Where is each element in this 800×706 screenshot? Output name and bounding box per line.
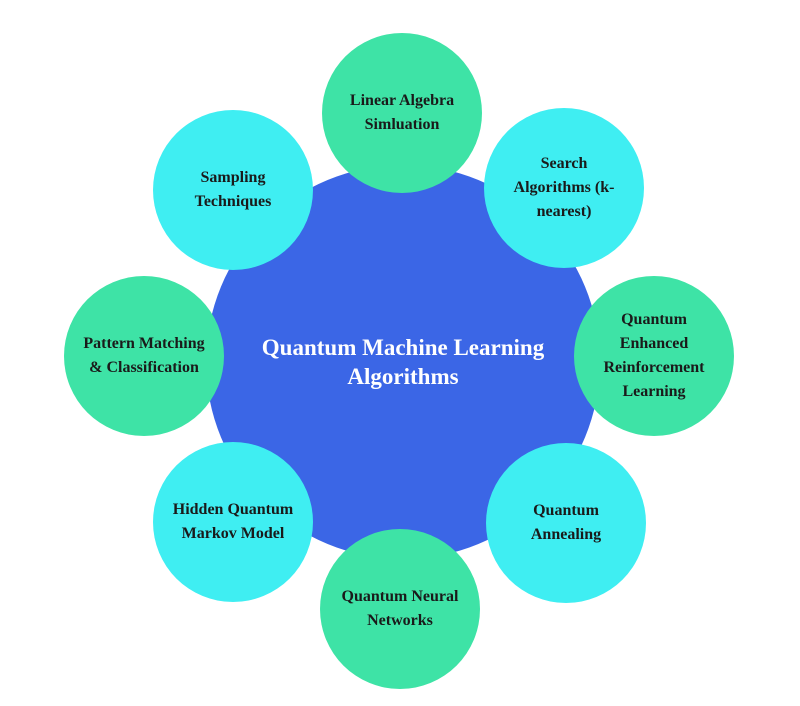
node-label: Sampling Techniques bbox=[194, 169, 272, 210]
node-label: Pattern Matching & Classification bbox=[83, 335, 205, 376]
node-linear-algebra-simulation: Linear Algebra Simluation bbox=[322, 33, 482, 193]
node-quantum-annealing: Quantum Annealing bbox=[486, 443, 646, 603]
node-label: Quantum Annealing bbox=[530, 502, 602, 543]
node-quantum-enhanced-reinforcement-learning: Quantum Enhanced Reinforcement Learning bbox=[574, 276, 734, 436]
central-concept-label-line1: Quantum Machine Learning bbox=[261, 335, 545, 360]
node-search-algorithms: Search Algorithms (k- nearest) bbox=[484, 108, 644, 268]
node-pattern-matching-classification: Pattern Matching & Classification bbox=[64, 276, 224, 436]
node-quantum-neural-networks: Quantum Neural Networks bbox=[320, 529, 480, 689]
central-concept-label: Quantum Machine Learning Algorithms bbox=[243, 333, 563, 391]
node-hidden-quantum-markov-model: Hidden Quantum Markov Model bbox=[153, 442, 313, 602]
node-label: Quantum Neural Networks bbox=[341, 588, 459, 629]
node-label: Linear Algebra Simluation bbox=[349, 92, 455, 133]
node-label: Quantum Enhanced Reinforcement Learning bbox=[603, 311, 705, 400]
node-sampling-techniques: Sampling Techniques bbox=[153, 110, 313, 270]
node-label: Search Algorithms (k- nearest) bbox=[513, 155, 615, 220]
node-label: Hidden Quantum Markov Model bbox=[172, 501, 294, 542]
central-concept-label-line2: Algorithms bbox=[347, 364, 459, 389]
